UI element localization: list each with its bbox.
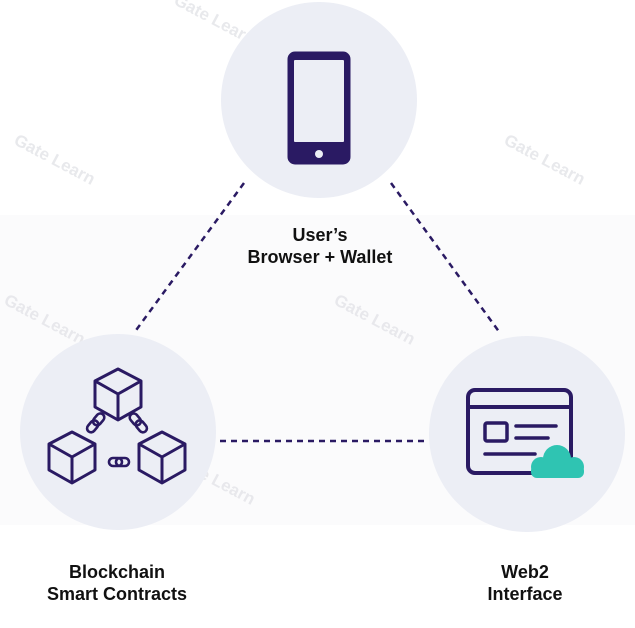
- connector-user-web2: [389, 182, 502, 334]
- blockchain-label-line2: Smart Contracts: [46, 584, 188, 604]
- blockchain-cubes-icon: [47, 367, 187, 485]
- web2-label-line2: Interface: [487, 584, 563, 604]
- user-node-label: User’s Browser + Wallet: [200, 224, 440, 268]
- web2-label-line1: Web2: [501, 562, 549, 582]
- browser-window-cloud-icon: [466, 388, 584, 478]
- blockchain-label-line1: Blockchain: [68, 562, 166, 582]
- user-label-line1: User’s: [292, 225, 348, 245]
- blockchain-node-label: Blockchain Smart Contracts: [17, 561, 217, 605]
- user-label-line2: Browser + Wallet: [247, 247, 393, 267]
- web2-node-circle: [429, 336, 625, 532]
- cloud-icon: [531, 445, 584, 478]
- web2-node-label: Web2 Interface: [445, 561, 605, 605]
- smartphone-icon: [287, 51, 351, 165]
- connector-user-blockchain: [132, 182, 246, 334]
- blockchain-node-circle: [20, 334, 216, 530]
